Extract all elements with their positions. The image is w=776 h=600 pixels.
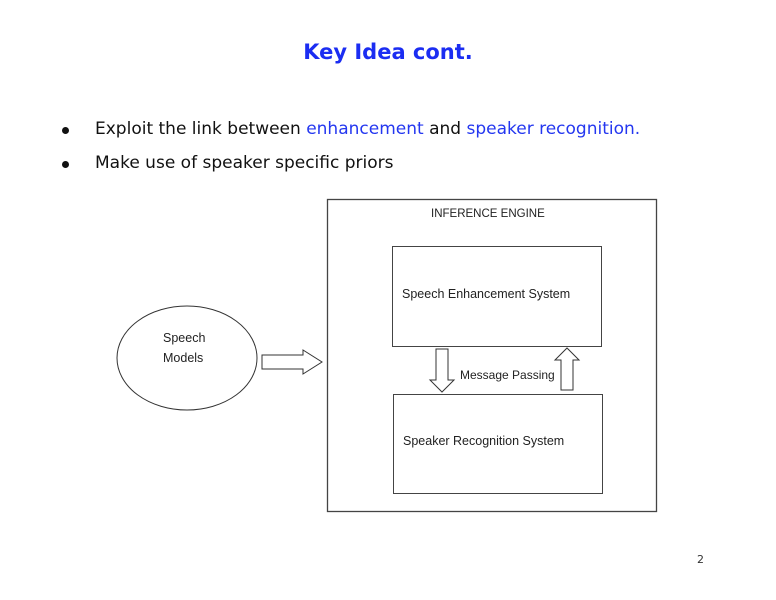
bullet-item: Make use of speaker specific priors <box>50 149 640 183</box>
message-passing-label: Message Passing <box>460 368 555 382</box>
bullet-dot-icon <box>62 127 69 134</box>
speech-enhancement-label: Speech Enhancement System <box>402 287 570 301</box>
bullet-dot-icon <box>62 161 69 168</box>
page-number: 2 <box>697 553 704 566</box>
speech-models-ellipse <box>116 305 258 411</box>
speech-enhancement-box <box>392 246 602 347</box>
highlight-term-speaker-recognition: speaker recognition <box>466 119 635 139</box>
right-arrow-icon <box>261 349 323 375</box>
bullet-text-part: . <box>634 119 641 139</box>
bullet-text-part: Make use of speaker specific priors <box>95 153 394 173</box>
speaker-recognition-label: Speaker Recognition System <box>403 434 564 448</box>
down-arrow-icon <box>428 348 456 393</box>
up-arrow-icon <box>553 347 581 391</box>
bullet-text-part: and <box>423 119 467 139</box>
ellipse-label-line1: Speech <box>163 331 205 345</box>
ellipse-label-line2: Models <box>163 351 203 365</box>
inference-engine-label: INFERENCE ENGINE <box>431 208 545 220</box>
highlight-term-enhancement: enhancement <box>306 119 424 139</box>
slide-title: Key Idea cont. <box>303 40 473 64</box>
bullet-item: Exploit the link between enhancement and… <box>50 115 640 149</box>
bullet-list: Exploit the link between enhancement and… <box>50 115 640 183</box>
speaker-recognition-box <box>393 394 603 494</box>
inference-engine-box <box>326 198 658 513</box>
bullet-text-part: Exploit the link between <box>95 119 307 139</box>
